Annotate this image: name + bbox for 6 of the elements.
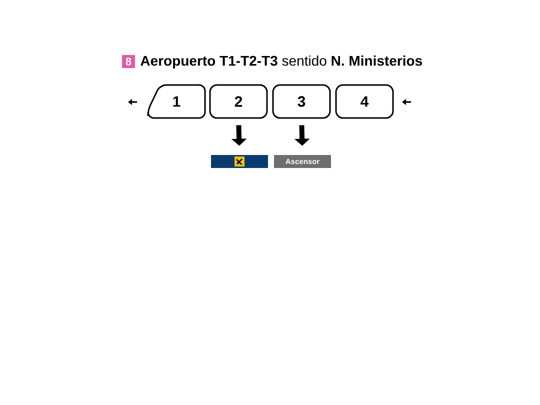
train-car: 3 xyxy=(272,84,331,119)
line-badge: 8 xyxy=(122,55,135,68)
train-car: 1 xyxy=(147,84,206,119)
train-car: 2 xyxy=(209,84,268,119)
title: Aeropuerto T1-T2-T3 sentido N. Ministerios xyxy=(140,55,422,69)
train-car: 4 xyxy=(335,84,394,119)
